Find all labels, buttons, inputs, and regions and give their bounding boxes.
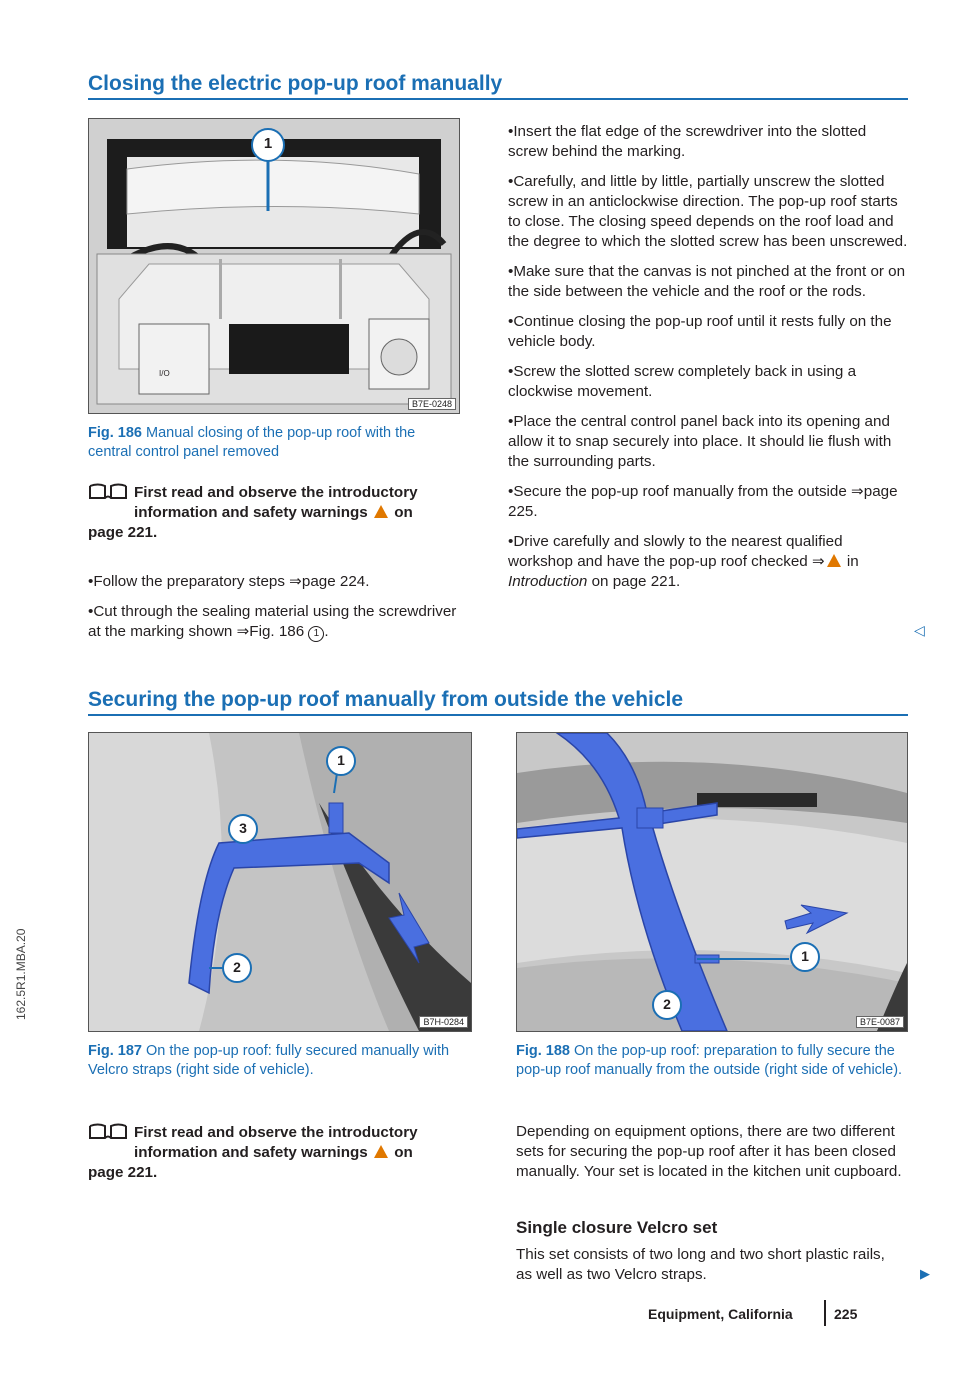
list-item-text: Cut through the sealing material using t…: [88, 603, 456, 640]
figure-label: Fig. 187: [88, 1043, 142, 1059]
figure-code: B7H-0284: [419, 1016, 468, 1028]
text: in: [842, 553, 859, 570]
section-rule: [88, 714, 908, 716]
text: on page 221.: [587, 573, 681, 590]
caption-text: On the pop-up roof: fully secured manual…: [88, 1043, 450, 1078]
callout-2: 2: [233, 959, 241, 975]
page-number: 225: [834, 1306, 858, 1322]
footer-divider: [824, 1300, 826, 1326]
introduction-ref: Introduction: [508, 573, 588, 590]
callout-2: 2: [663, 996, 671, 1012]
list-item: Follow the preparatory steps ⇒page 224.: [88, 572, 470, 592]
list-item: Insert the flat edge of the screwdriver …: [508, 122, 908, 162]
list-item: Drive carefully and slowly to the neares…: [508, 532, 908, 592]
section-title: Securing the pop-up roof manually from o…: [88, 688, 684, 711]
figure-187: 1 2 3 B7H-0284: [88, 732, 472, 1032]
figure-188: 1 2 B7E-0087: [516, 732, 908, 1032]
book-icon: [89, 483, 127, 499]
safety-note: First read and observe the introductory …: [88, 1122, 468, 1183]
list-item: Screw the slotted screw completely back …: [508, 362, 908, 402]
callout-3: 3: [239, 820, 247, 836]
panel-label-io: I/O: [159, 369, 170, 378]
figure-code: B7E-0087: [855, 1016, 904, 1028]
note-line2b: on: [394, 1144, 413, 1161]
continue-icon: ▶: [920, 1266, 930, 1281]
figure-186-illustration: [89, 119, 459, 413]
callout-1: 1: [801, 948, 809, 964]
list-item: Place the central control panel back int…: [508, 412, 908, 472]
left-bullet-list: Follow the preparatory steps ⇒page 224. …: [88, 572, 470, 652]
figure-188-caption: Fig. 188 On the pop-up roof: preparation…: [516, 1042, 908, 1080]
list-item: Secure the pop-up roof manually from the…: [508, 482, 908, 522]
document-code: 162.5R1.MBA.20: [14, 928, 28, 1020]
note-line2: information and safety warnings: [134, 504, 368, 521]
intro-paragraph: Depending on equipment options, there ar…: [516, 1123, 902, 1180]
subheading-text: This set consists of two long and two sh…: [516, 1246, 885, 1283]
figure-code: B7E-0248: [407, 398, 456, 410]
warning-icon: [374, 1145, 388, 1158]
section-title: Closing the electric pop-up roof manuall…: [88, 72, 503, 95]
caption-text: Manual closing of the pop-up roof with t…: [88, 425, 416, 460]
callout-1: 1: [337, 752, 345, 768]
book-icon: [89, 1123, 127, 1139]
figure-label: Fig. 186: [88, 425, 142, 441]
safety-note: First read and observe the introductory …: [88, 482, 468, 543]
end-mark-icon: ◁: [914, 622, 925, 638]
figure-186: 1 I/O B7E-0248: [88, 118, 460, 414]
note-line3: page 221.: [88, 524, 158, 541]
callout-1: 1: [263, 135, 273, 152]
note-line2: information and safety warnings: [134, 1144, 368, 1161]
list-item: Cut through the sealing material using t…: [88, 602, 470, 642]
figure-186-caption: Fig. 186 Manual closing of the pop-up ro…: [88, 424, 460, 462]
warning-icon: [374, 505, 388, 518]
section-rule: [88, 98, 908, 100]
list-item-text: Drive carefully and slowly to the neares…: [508, 533, 843, 570]
subheading: Single closure Velcro set: [516, 1218, 718, 1237]
footer-section: Equipment, California: [648, 1306, 793, 1322]
caption-text: On the pop-up roof: preparation to fully…: [516, 1043, 903, 1078]
list-item: Carefully, and little by little, partial…: [508, 172, 908, 252]
arrow-ref: ⇒: [811, 553, 825, 570]
callout-ref: 1: [308, 626, 325, 642]
note-line1: First read and observe the introductory: [134, 1124, 418, 1141]
list-item: Continue closing the pop-up roof until i…: [508, 312, 908, 352]
list-item: Make sure that the canvas is not pinched…: [508, 262, 908, 302]
note-line1: First read and observe the introductory: [134, 484, 418, 501]
right-bullet-list: Insert the flat edge of the screwdriver …: [508, 122, 908, 602]
figure-187-caption: Fig. 187 On the pop-up roof: fully secur…: [88, 1042, 472, 1080]
figure-187-illustration: [89, 733, 471, 1031]
figure-label: Fig. 188: [516, 1043, 570, 1059]
figure-188-illustration: [517, 733, 907, 1031]
note-line2b: on: [394, 504, 413, 521]
note-line3: page 221.: [88, 1164, 158, 1181]
warning-icon: [826, 554, 841, 567]
